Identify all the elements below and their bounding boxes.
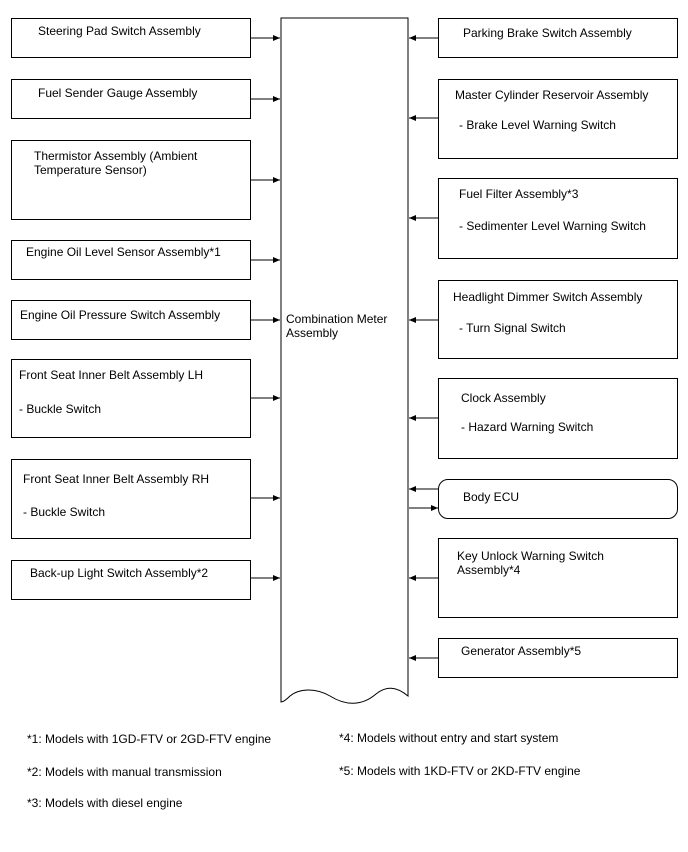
thermistor-box: Thermistor Assembly (Ambient Temperature… [11, 140, 251, 220]
front-seat-belt-rh-box: Front Seat Inner Belt Assembly RH - Buck… [11, 459, 251, 539]
engine-oil-level-sensor-box: Engine Oil Level Sensor Assembly*1 [11, 240, 251, 280]
box-title: Body ECU [463, 490, 520, 504]
box-title: Engine Oil Level Sensor Assembly*1 [26, 245, 221, 259]
backup-light-switch-box: Back-up Light Switch Assembly*2 [11, 560, 251, 600]
footnote-2: *2: Models with manual transmission [27, 765, 222, 779]
combination-meter-body [280, 17, 409, 704]
key-unlock-warning-switch-box: Key Unlock Warning Switch Assembly*4 [438, 538, 678, 618]
generator-assembly-box: Generator Assembly*5 [438, 638, 678, 678]
box-sub: - Turn Signal Switch [459, 321, 566, 335]
box-sub: - Buckle Switch [19, 402, 102, 416]
steering-pad-switch-box: Steering Pad Switch Assembly [11, 18, 251, 58]
fuel-filter-box: Fuel Filter Assembly*3 - Sedimenter Leve… [438, 178, 678, 259]
box-sub: - Brake Level Warning Switch [459, 118, 616, 132]
box-title: Back-up Light Switch Assembly*2 [30, 566, 209, 580]
box-title: Headlight Dimmer Switch Assembly [453, 290, 643, 304]
footnote-5: *5: Models with 1KD-FTV or 2KD-FTV engin… [339, 764, 581, 778]
box-title: Engine Oil Pressure Switch Assembly [20, 308, 221, 322]
body-ecu-box: Body ECU [438, 479, 678, 519]
box-title: Front Seat Inner Belt Assembly RH [23, 472, 210, 486]
fuel-sender-gauge-box: Fuel Sender Gauge Assembly [11, 79, 251, 119]
box-title: Front Seat Inner Belt Assembly LH [19, 368, 204, 382]
headlight-dimmer-switch-box: Headlight Dimmer Switch Assembly - Turn … [438, 280, 678, 359]
combination-meter-label: Combination Meter Assembly [286, 312, 388, 340]
clock-assembly-box: Clock Assembly - Hazard Warning Switch [438, 378, 678, 459]
box-sub: - Buckle Switch [23, 505, 106, 519]
footnote-4: *4: Models without entry and start syste… [339, 731, 559, 745]
parking-brake-switch-box: Parking Brake Switch Assembly [438, 18, 678, 58]
master-cylinder-reservoir-box: Master Cylinder Reservoir Assembly - Bra… [438, 79, 678, 159]
box-title: Thermistor Assembly (Ambient Temperature… [34, 149, 198, 177]
front-seat-belt-lh-box: Front Seat Inner Belt Assembly LH - Buck… [11, 359, 251, 438]
box-title: Fuel Sender Gauge Assembly [38, 86, 198, 100]
box-title: Clock Assembly [461, 391, 546, 405]
box-title: Fuel Filter Assembly*3 [459, 187, 579, 201]
footnote-3: *3: Models with diesel engine [27, 796, 183, 810]
box-title: Generator Assembly*5 [461, 644, 582, 658]
box-title: Steering Pad Switch Assembly [38, 24, 201, 38]
box-sub: - Hazard Warning Switch [461, 420, 594, 434]
box-title: Parking Brake Switch Assembly [463, 26, 632, 40]
engine-oil-pressure-switch-box: Engine Oil Pressure Switch Assembly [11, 300, 251, 340]
footnote-1: *1: Models with 1GD-FTV or 2GD-FTV engin… [27, 732, 272, 746]
box-sub: - Sedimenter Level Warning Switch [459, 219, 646, 233]
box-title: Master Cylinder Reservoir Assembly [455, 88, 649, 102]
box-title: Key Unlock Warning Switch Assembly*4 [457, 549, 604, 577]
